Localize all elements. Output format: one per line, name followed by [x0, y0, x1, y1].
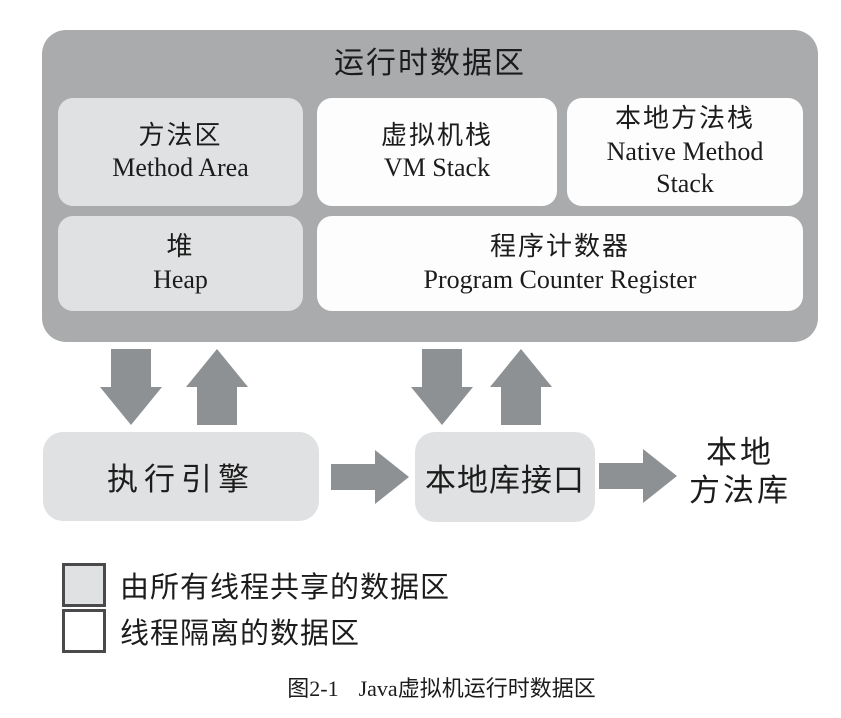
up-arrow-icon: [186, 349, 248, 425]
down-arrow-icon: [411, 349, 473, 425]
runtime-data-area-container: 运行时数据区 方法区 Method Area 虚拟机栈 VM Stack 本地方…: [42, 30, 818, 342]
down-arrow-icon: [100, 349, 162, 425]
method-area-box: 方法区 Method Area: [58, 98, 303, 206]
right-arrow-icon: [599, 449, 677, 503]
vm-stack-label-en: VM Stack: [383, 153, 491, 182]
program-counter-box: 程序计数器 Program Counter Register: [317, 216, 803, 311]
legend-shared-label: 由所有线程共享的数据区: [120, 572, 451, 604]
native-method-library-line1: 本地: [706, 435, 774, 470]
native-method-stack-label-zh: 本地方法栈: [614, 104, 755, 134]
heap-box: 堆 Heap: [58, 216, 303, 311]
up-arrow-icon: [490, 349, 552, 425]
right-arrow-icon: [331, 450, 409, 504]
figure-caption-number: 图2-1: [287, 676, 339, 701]
native-interface-box: 本地库接口: [415, 432, 595, 522]
native-method-library-label: 本地 方法库: [678, 434, 802, 510]
heap-label-zh: 堆: [166, 232, 195, 261]
vm-stack-box: 虚拟机栈 VM Stack: [317, 98, 557, 206]
legend-shared-swatch: [62, 563, 106, 607]
native-interface-label: 本地库接口: [425, 462, 585, 498]
legend-isolated-row: 线程隔离的数据区: [62, 609, 360, 653]
method-area-label-zh: 方法区: [138, 120, 223, 150]
native-method-stack-box: 本地方法栈 Native Method Stack: [567, 98, 803, 206]
program-counter-label-zh: 程序计数器: [489, 232, 630, 261]
native-method-stack-label-en: Native Method Stack: [606, 136, 764, 199]
program-counter-label-en: Program Counter Register: [423, 264, 697, 294]
heap-label-en: Heap: [153, 264, 208, 294]
legend-isolated-label: 线程隔离的数据区: [120, 618, 361, 650]
legend-shared-row: 由所有线程共享的数据区: [62, 563, 450, 607]
method-area-label-en: Method Area: [112, 153, 249, 182]
execution-engine-box: 执行引擎: [43, 432, 319, 521]
legend-isolated-swatch: [62, 609, 106, 653]
figure-caption: 图2-1 Java虚拟机运行时数据区: [0, 671, 841, 703]
figure-caption-title: Java虚拟机运行时数据区: [358, 676, 596, 701]
runtime-data-area-title: 运行时数据区: [334, 47, 526, 80]
native-method-library-line2: 方法库: [689, 473, 791, 508]
vm-stack-label-zh: 虚拟机栈: [380, 120, 493, 150]
execution-engine-label: 执行引擎: [107, 462, 255, 497]
